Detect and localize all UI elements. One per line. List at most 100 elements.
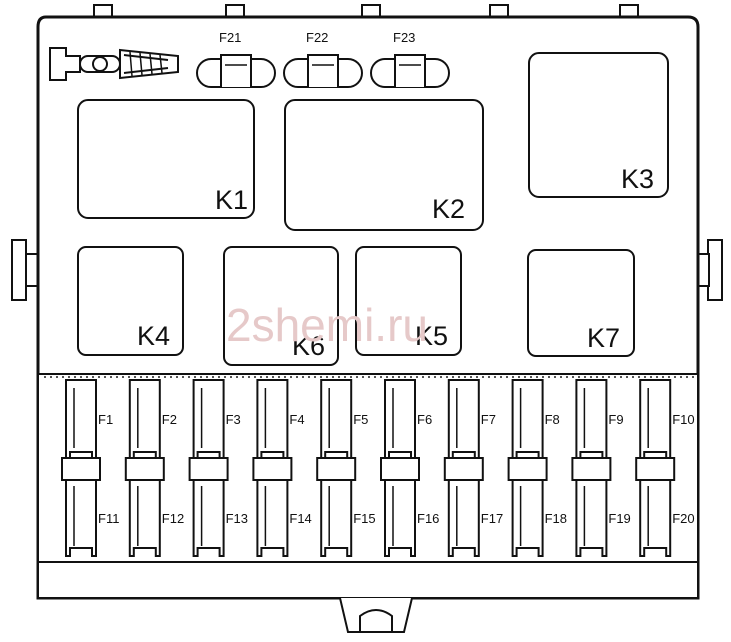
panel-dot (572, 376, 574, 378)
fuse-slot-f19[interactable] (575, 479, 608, 557)
fuse-slot-f11[interactable] (65, 479, 97, 557)
panel-dot (386, 376, 388, 378)
panel-dot (680, 376, 682, 378)
fuse-label: F18 (545, 511, 567, 526)
panel-dot (350, 376, 352, 378)
panel-dot (536, 376, 538, 378)
fuse-slot-f2[interactable] (128, 379, 161, 459)
panel-dot (272, 376, 274, 378)
relay-k3[interactable]: K3 (528, 52, 669, 198)
panel-dot (128, 376, 130, 378)
fuse-slot-divider (443, 457, 484, 481)
fuse-slot-f16[interactable] (384, 479, 416, 557)
fuse-label: F3 (226, 412, 241, 427)
panel-dot (458, 376, 460, 378)
panel-dot (542, 376, 544, 378)
watermark: 2shemi.ru (226, 299, 428, 351)
panel-dot (194, 376, 196, 378)
panel-dot (326, 376, 328, 378)
panel-dot (164, 376, 166, 378)
panel-dot (332, 376, 334, 378)
fuse-slot-f5[interactable] (320, 379, 353, 459)
panel-dot (140, 376, 142, 378)
relay-label: K6 (292, 331, 325, 361)
panel-dot (464, 376, 466, 378)
fuse-slot-f8[interactable] (511, 379, 544, 459)
fuse-slot-f10[interactable] (639, 379, 672, 459)
panel-dot (428, 376, 430, 378)
fuse-label: F17 (481, 511, 503, 526)
relay-k7[interactable]: K7 (527, 249, 635, 357)
panel-dot (104, 376, 106, 378)
panel-dot (392, 376, 394, 378)
panel-dot (566, 376, 568, 378)
fuse-label: F1 (98, 412, 113, 427)
fuse-slot-f7[interactable] (447, 379, 480, 459)
mini-fuse-f22[interactable]: F22 (283, 30, 363, 88)
fuse-slot-f18[interactable] (511, 479, 544, 557)
fuse-slot-f15[interactable] (320, 479, 353, 557)
fuse-slot-f17[interactable] (447, 479, 480, 557)
left-side-tab (11, 239, 39, 301)
fuse-label: F19 (608, 511, 630, 526)
fuse-slot-f12[interactable] (128, 479, 161, 557)
panel-dot (524, 376, 526, 378)
panel-dot (110, 376, 112, 378)
fuse-slot-f13[interactable] (192, 479, 225, 557)
relay-k5[interactable]: K5 (355, 246, 462, 356)
panel-dot (212, 376, 214, 378)
panel-dot (242, 376, 244, 378)
panel-dot (80, 376, 82, 378)
fuse-grid: F1F11F2F12F3F13F4F14F5F15F6F16F7F17F8F18… (61, 379, 695, 557)
panel-dot (284, 376, 286, 378)
relay-k4[interactable]: K4 (77, 246, 184, 356)
relay-k2[interactable]: K2 (284, 99, 484, 231)
fuse-slot-f14[interactable] (256, 479, 289, 557)
fuse-slot-f6[interactable] (384, 379, 416, 459)
fuse-label: F14 (289, 511, 311, 526)
relay-label: K4 (137, 321, 170, 351)
panel-dot (92, 376, 94, 378)
panel-dot (668, 376, 670, 378)
fuse-label: F16 (417, 511, 439, 526)
fuse-label: F20 (672, 511, 694, 526)
fuse-slot-divider (61, 457, 101, 481)
fuse-slot-divider (252, 457, 293, 481)
panel-dot (356, 376, 358, 378)
panel-dot (152, 376, 154, 378)
fuse-slot-f3[interactable] (192, 379, 225, 459)
panel-dot (368, 376, 370, 378)
panel-dot (614, 376, 616, 378)
mini-fuse-f23[interactable]: F23 (370, 30, 450, 88)
fuse-label: F7 (481, 412, 496, 427)
fuse-label: F11 (98, 511, 119, 526)
fuse-label: F4 (289, 412, 304, 427)
panel-dot (338, 376, 340, 378)
panel-dot (248, 376, 250, 378)
fuse-label: F9 (608, 412, 623, 427)
panel-dot (362, 376, 364, 378)
panel-dot (50, 376, 52, 378)
fuse-label: F2 (162, 412, 177, 427)
panel-dot (116, 376, 118, 378)
panel-dot (404, 376, 406, 378)
panel-dot (554, 376, 556, 378)
panel-dot (416, 376, 418, 378)
panel-dot (656, 376, 658, 378)
fuse-slot-f20[interactable] (639, 479, 672, 557)
fuse-label: F15 (353, 511, 375, 526)
relay-k1[interactable]: K1 (77, 99, 255, 219)
panel-dot (452, 376, 454, 378)
fuse-slot-f1[interactable] (65, 379, 97, 459)
mini-fuse-f21[interactable]: F21 (196, 30, 276, 88)
fuse-slot-f9[interactable] (575, 379, 608, 459)
relay-k6[interactable]: K6 (223, 246, 339, 366)
panel-dot (380, 376, 382, 378)
fuse-slot-divider (316, 457, 357, 481)
bottom-latch (339, 597, 413, 633)
fuse-slot-f4[interactable] (256, 379, 289, 459)
panel-dot (494, 376, 496, 378)
